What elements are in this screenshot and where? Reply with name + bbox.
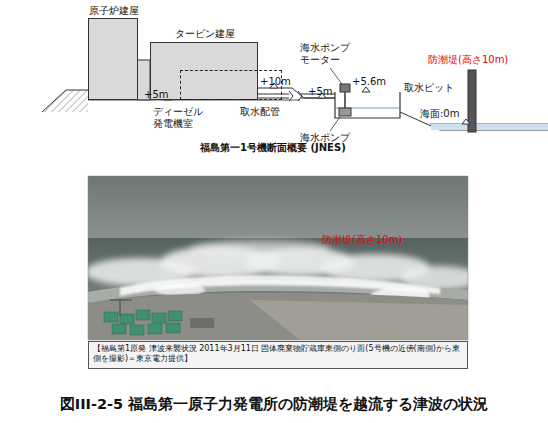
illustration-part — [148, 324, 162, 334]
ground-hatch — [42, 90, 88, 112]
shed — [190, 318, 214, 328]
sky — [88, 176, 468, 340]
level-label: 海面:0m — [420, 108, 459, 120]
pump-shaft — [344, 92, 346, 110]
figure-caption: 図III-2-5 福島第一原子力発電所の防潮堤を越流する津波の状況 — [24, 396, 524, 413]
figure-subtitle: 福島第一1号機断面概要 (JNES) — [200, 142, 346, 154]
level-label: +5m — [144, 89, 168, 101]
tanks — [104, 310, 182, 335]
level-label: +5m — [308, 86, 332, 98]
level-label: +5.6m — [352, 76, 386, 88]
pipe-break — [289, 91, 302, 101]
ground — [88, 293, 468, 340]
illustration-part — [168, 311, 182, 321]
reactor-building: 原子炉建屋 — [88, 18, 138, 100]
intake-pit — [335, 92, 400, 118]
tsunami-photo — [88, 176, 468, 340]
level-mark — [362, 87, 370, 92]
pump-body — [339, 108, 351, 116]
illustration-part — [130, 325, 144, 335]
sea — [431, 124, 548, 130]
illustration-part — [120, 314, 134, 324]
illustration-part — [112, 324, 126, 334]
ground-line — [42, 90, 88, 112]
level-mark — [462, 119, 470, 124]
node-text: 【福島第1原発 津波来襲状況 2011年3月11日 固体廃棄物貯蔵庫東側のり面(… — [93, 344, 463, 363]
node-text: ディーゼル 発電機室 — [153, 106, 209, 130]
seawall-label: 防潮堤(高さ10m) — [428, 54, 508, 66]
part-label: 取水配管 — [240, 106, 280, 118]
illustration-part — [166, 323, 180, 333]
crane — [110, 300, 132, 316]
leader-line — [330, 68, 342, 84]
intake-pipe — [256, 94, 289, 98]
slope — [250, 300, 468, 340]
photo-caption-box: 【福島第1原発 津波来襲状況 2011年3月11日 固体廃棄物貯蔵庫東側のり面(… — [88, 341, 468, 369]
level-label: +10m — [260, 76, 291, 88]
seawall-label: 防潮堤(高さ10m) — [322, 234, 402, 246]
node-text: 原子炉建屋 — [89, 5, 139, 16]
part-label: 取水ピット — [404, 82, 454, 94]
leader-line — [330, 117, 340, 131]
part-label: 海水ポンプ モーター — [300, 42, 356, 66]
illustration-part — [190, 240, 330, 256]
node-text: タービン建屋 — [175, 28, 235, 40]
photo-frame — [88, 176, 468, 340]
illustration-part — [152, 313, 166, 323]
pump-motor — [340, 84, 350, 92]
illustration-part — [136, 310, 150, 320]
illustration-part — [104, 312, 118, 322]
